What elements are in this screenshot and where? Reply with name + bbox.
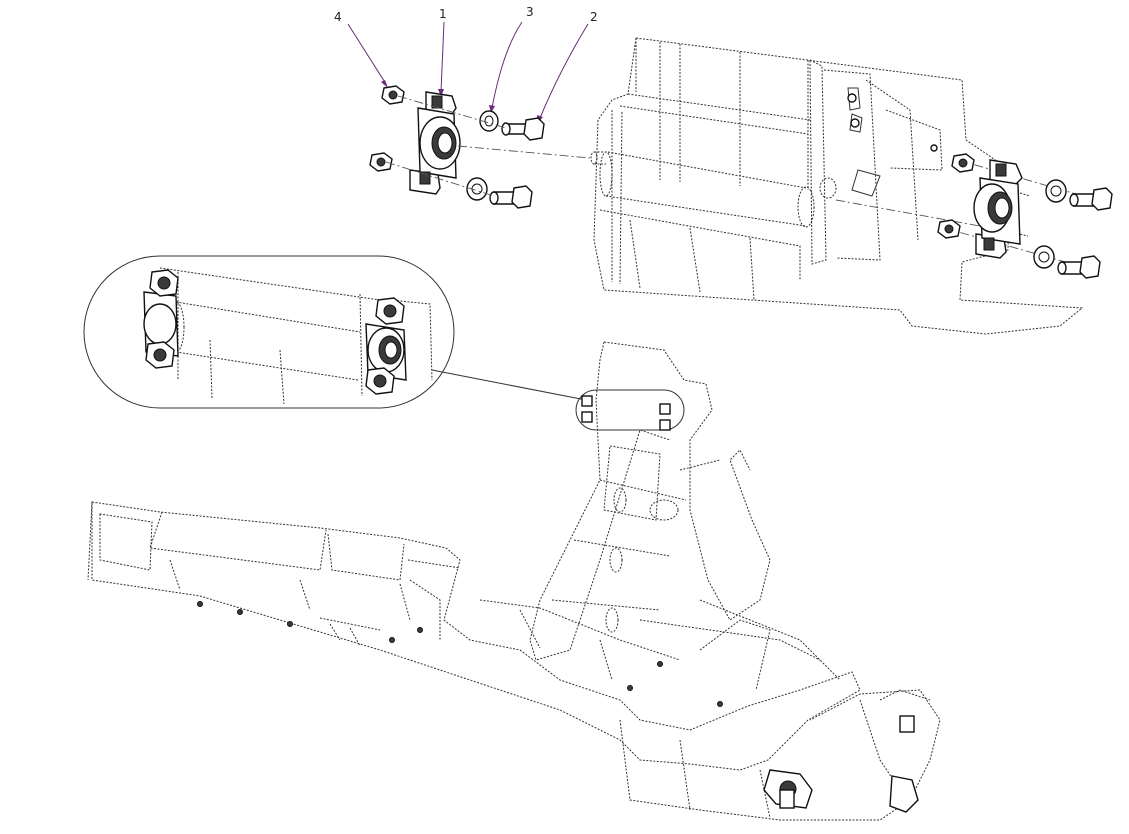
callout-1: 1 — [438, 7, 447, 97]
callout-3: 3 — [489, 5, 534, 113]
callout-label-2: 2 — [590, 10, 598, 24]
drive-motor — [763, 715, 919, 813]
leader-line-1 — [440, 21, 445, 93]
callout-label-3: 3 — [526, 5, 534, 19]
hex-nut-icon — [369, 152, 393, 172]
pillow-block-bearing — [973, 159, 1023, 259]
hex-nut-icon — [937, 219, 961, 239]
leader-line-2 — [539, 23, 589, 119]
hex-bolt-icon — [1057, 255, 1101, 279]
flat-washer-icon — [466, 177, 488, 201]
machine-frame — [87, 341, 941, 821]
hardware-left-exploded — [369, 85, 591, 209]
hex-nut-icon — [951, 153, 975, 173]
hex-bolt-icon — [1069, 187, 1113, 211]
leader-line-4 — [347, 23, 387, 85]
flat-washer-icon — [479, 110, 499, 132]
callout-4: 4 — [334, 10, 388, 88]
leader-line-3 — [491, 21, 523, 109]
callout-2: 2 — [537, 10, 598, 123]
hex-nut-icon — [381, 85, 405, 105]
hex-bolt-icon — [501, 117, 545, 141]
pillow-block-bearing — [409, 91, 461, 195]
flat-washer-icon — [1033, 245, 1055, 269]
flat-washer-icon — [1045, 179, 1067, 203]
zoom-leader-line — [431, 369, 587, 401]
callout-label-4: 4 — [334, 10, 342, 24]
hardware-right-exploded — [937, 153, 1113, 279]
leader-arrow-1 — [438, 89, 444, 97]
callout-label-1: 1 — [439, 7, 447, 21]
frame-fastener-dots — [197, 601, 723, 707]
roller-frame-detail — [590, 37, 1091, 335]
hex-bolt-icon — [489, 185, 533, 209]
leader-arrow-4 — [381, 80, 388, 88]
zoom-detail-bubble — [83, 255, 587, 409]
